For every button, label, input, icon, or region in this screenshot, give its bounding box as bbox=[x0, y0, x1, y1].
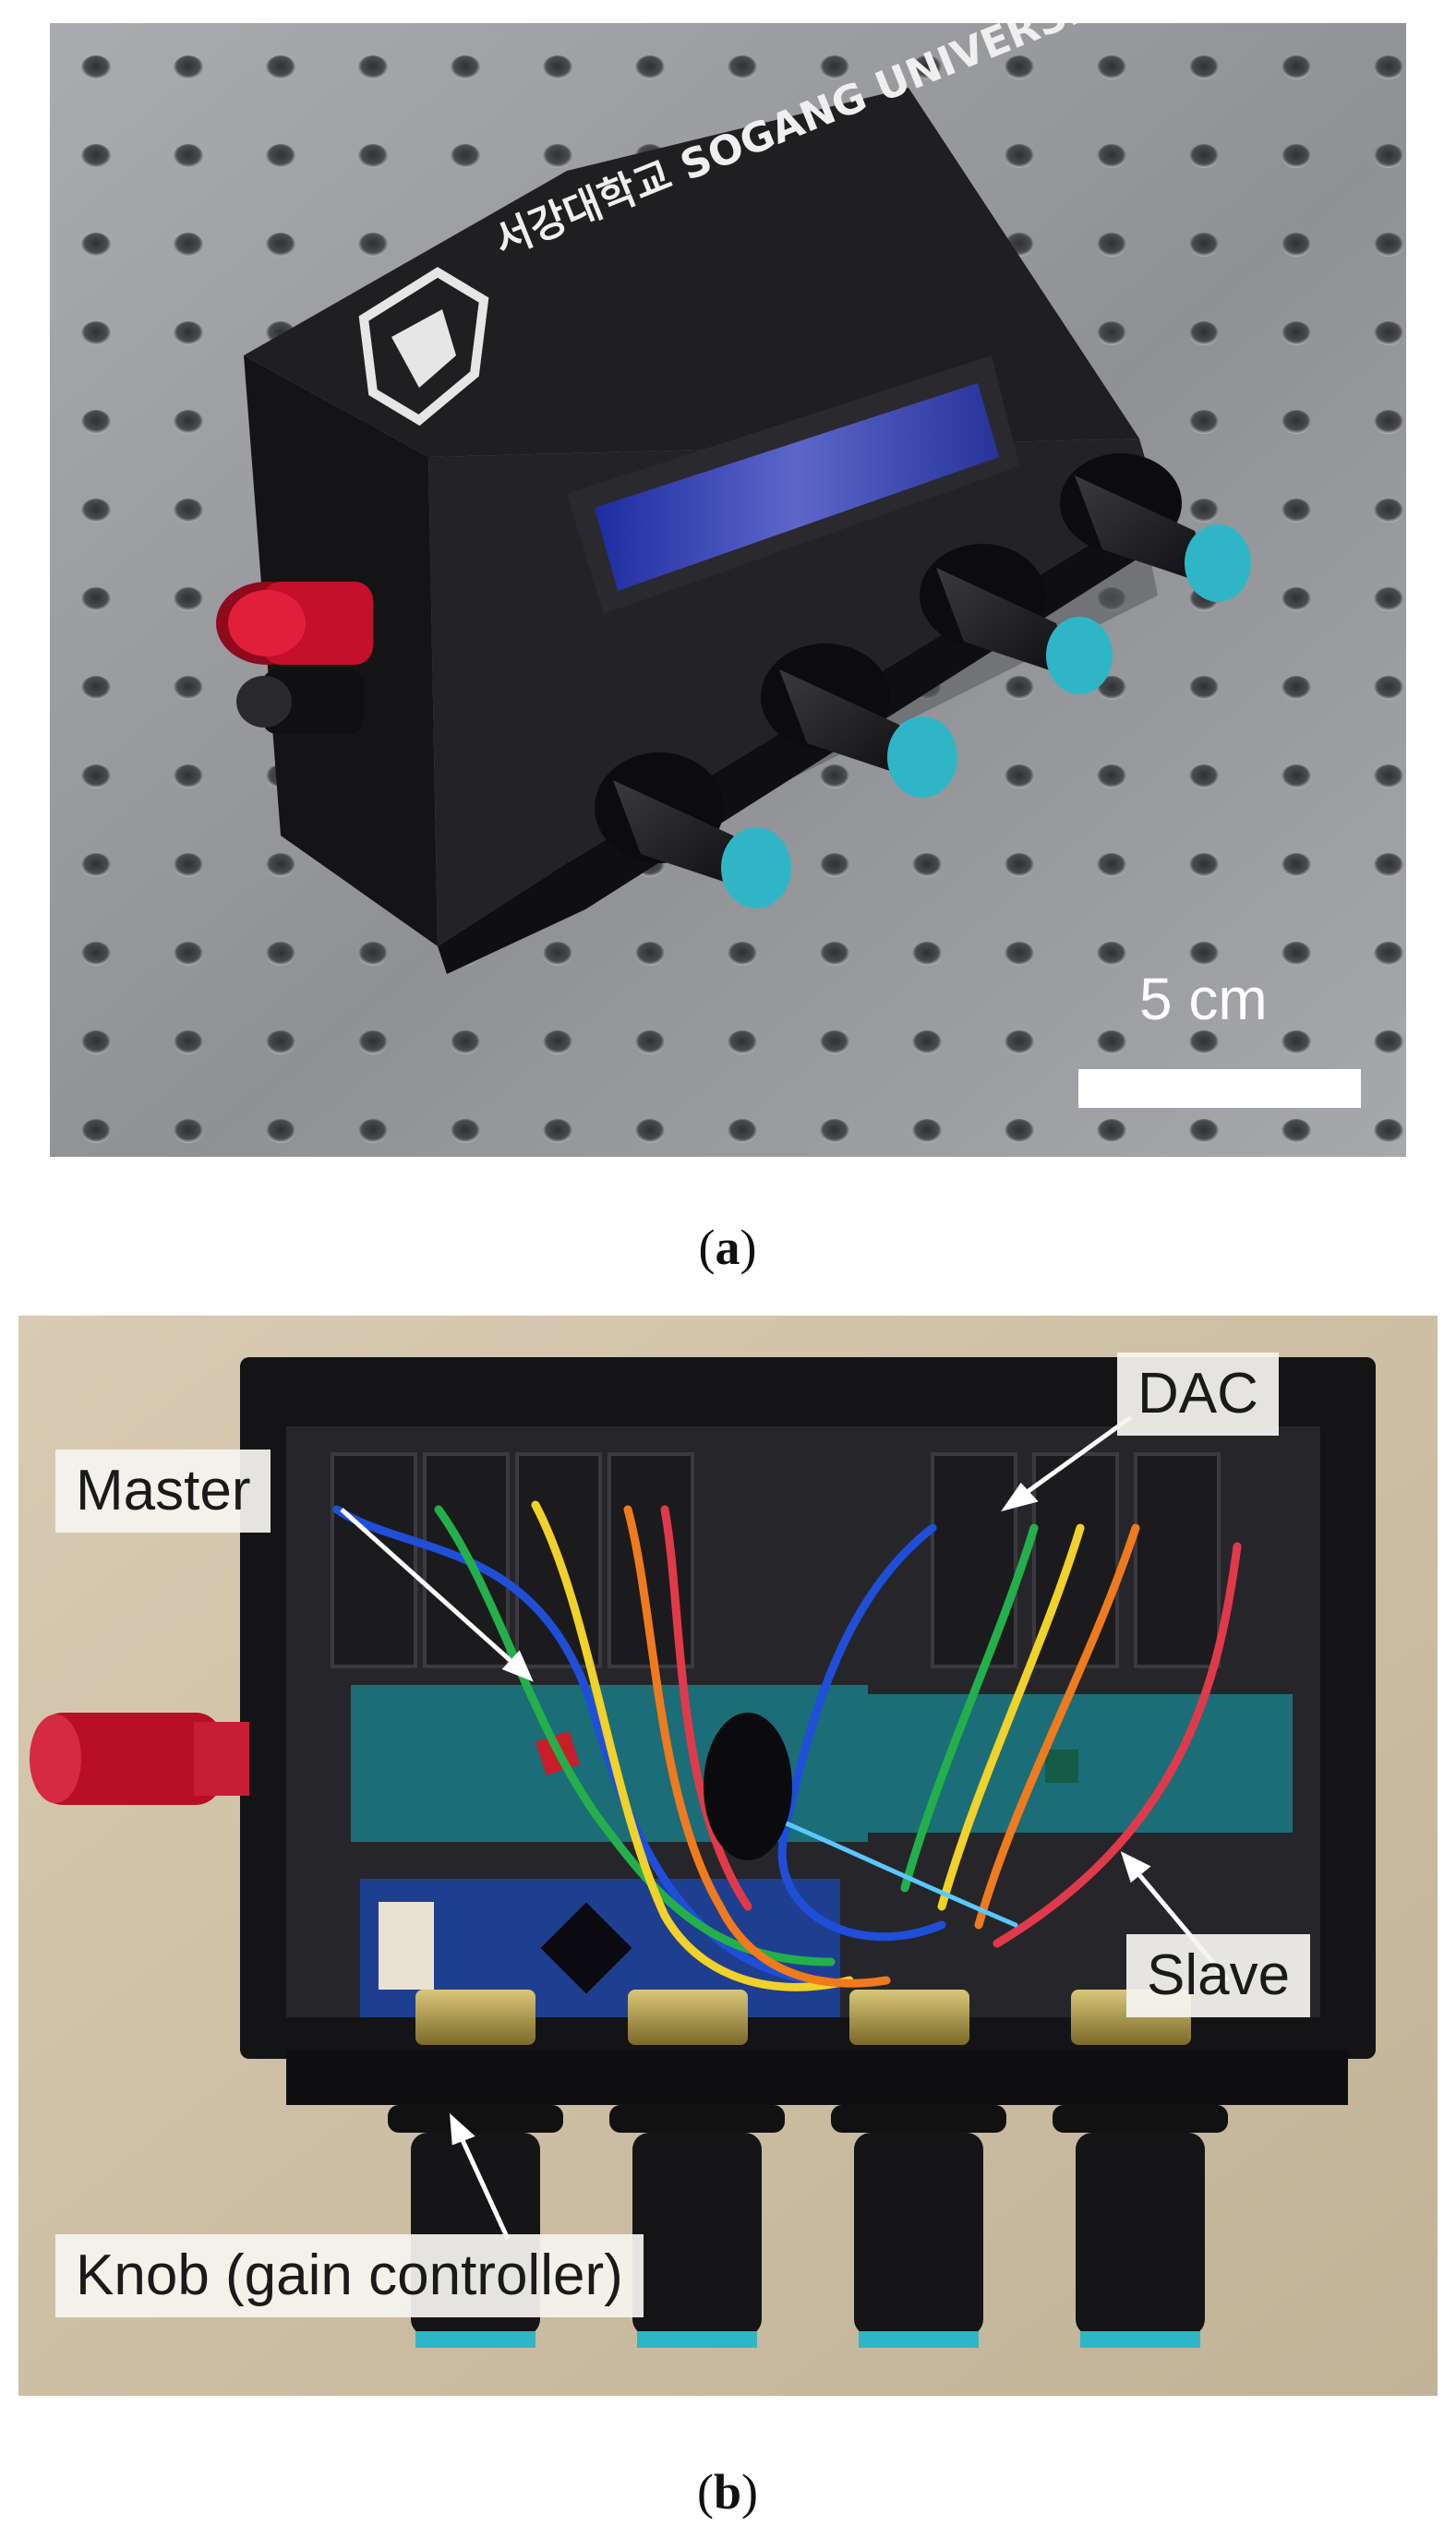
scale-bar bbox=[1078, 1069, 1361, 1108]
wires bbox=[332, 1500, 1242, 1991]
caption-a: (a) bbox=[698, 1220, 757, 1275]
knob-3 bbox=[831, 2105, 1006, 2348]
device-photo-exterior bbox=[50, 23, 1406, 1157]
knob-2 bbox=[609, 2105, 785, 2348]
label-slave: Slave bbox=[1126, 1934, 1311, 2017]
photo-panel-a: 서강대학교 SOGANG UNIVERSITY 5 cm bbox=[50, 23, 1406, 1157]
knob-tip-icon bbox=[637, 2331, 757, 2348]
power-terminal-red bbox=[216, 582, 373, 665]
knob-tip-icon bbox=[1080, 2331, 1200, 2348]
label-dac: DAC bbox=[1117, 1353, 1279, 1436]
label-master: Master bbox=[55, 1449, 271, 1533]
power-terminal-black bbox=[236, 669, 364, 734]
device-photo-interior bbox=[18, 1316, 1438, 2396]
knob-tip-icon bbox=[1046, 617, 1113, 694]
university-logo-icon bbox=[358, 267, 489, 427]
scale-bar-label: 5 cm bbox=[1139, 966, 1268, 1032]
enclosure-top bbox=[244, 88, 1139, 457]
knob-tip-icon bbox=[415, 2331, 535, 2348]
knob-tip-icon bbox=[859, 2331, 979, 2348]
knob-2 bbox=[761, 644, 957, 798]
lcd-screen bbox=[595, 383, 999, 591]
knob-tip-icon bbox=[1185, 524, 1251, 602]
caption-b: (b) bbox=[696, 2464, 758, 2520]
knob-4 bbox=[1060, 453, 1251, 602]
label-knob: Knob (gain controller) bbox=[55, 2234, 644, 2317]
knob-tip-icon bbox=[887, 716, 957, 798]
knob-4 bbox=[1053, 2105, 1228, 2348]
knob-tip-icon bbox=[721, 827, 791, 908]
knob-1 bbox=[595, 752, 791, 908]
knob-3 bbox=[920, 544, 1113, 694]
photo-panel-b: DAC Master Slave Knob (gain controller) bbox=[18, 1316, 1438, 2396]
power-terminal-red bbox=[30, 1713, 249, 1805]
